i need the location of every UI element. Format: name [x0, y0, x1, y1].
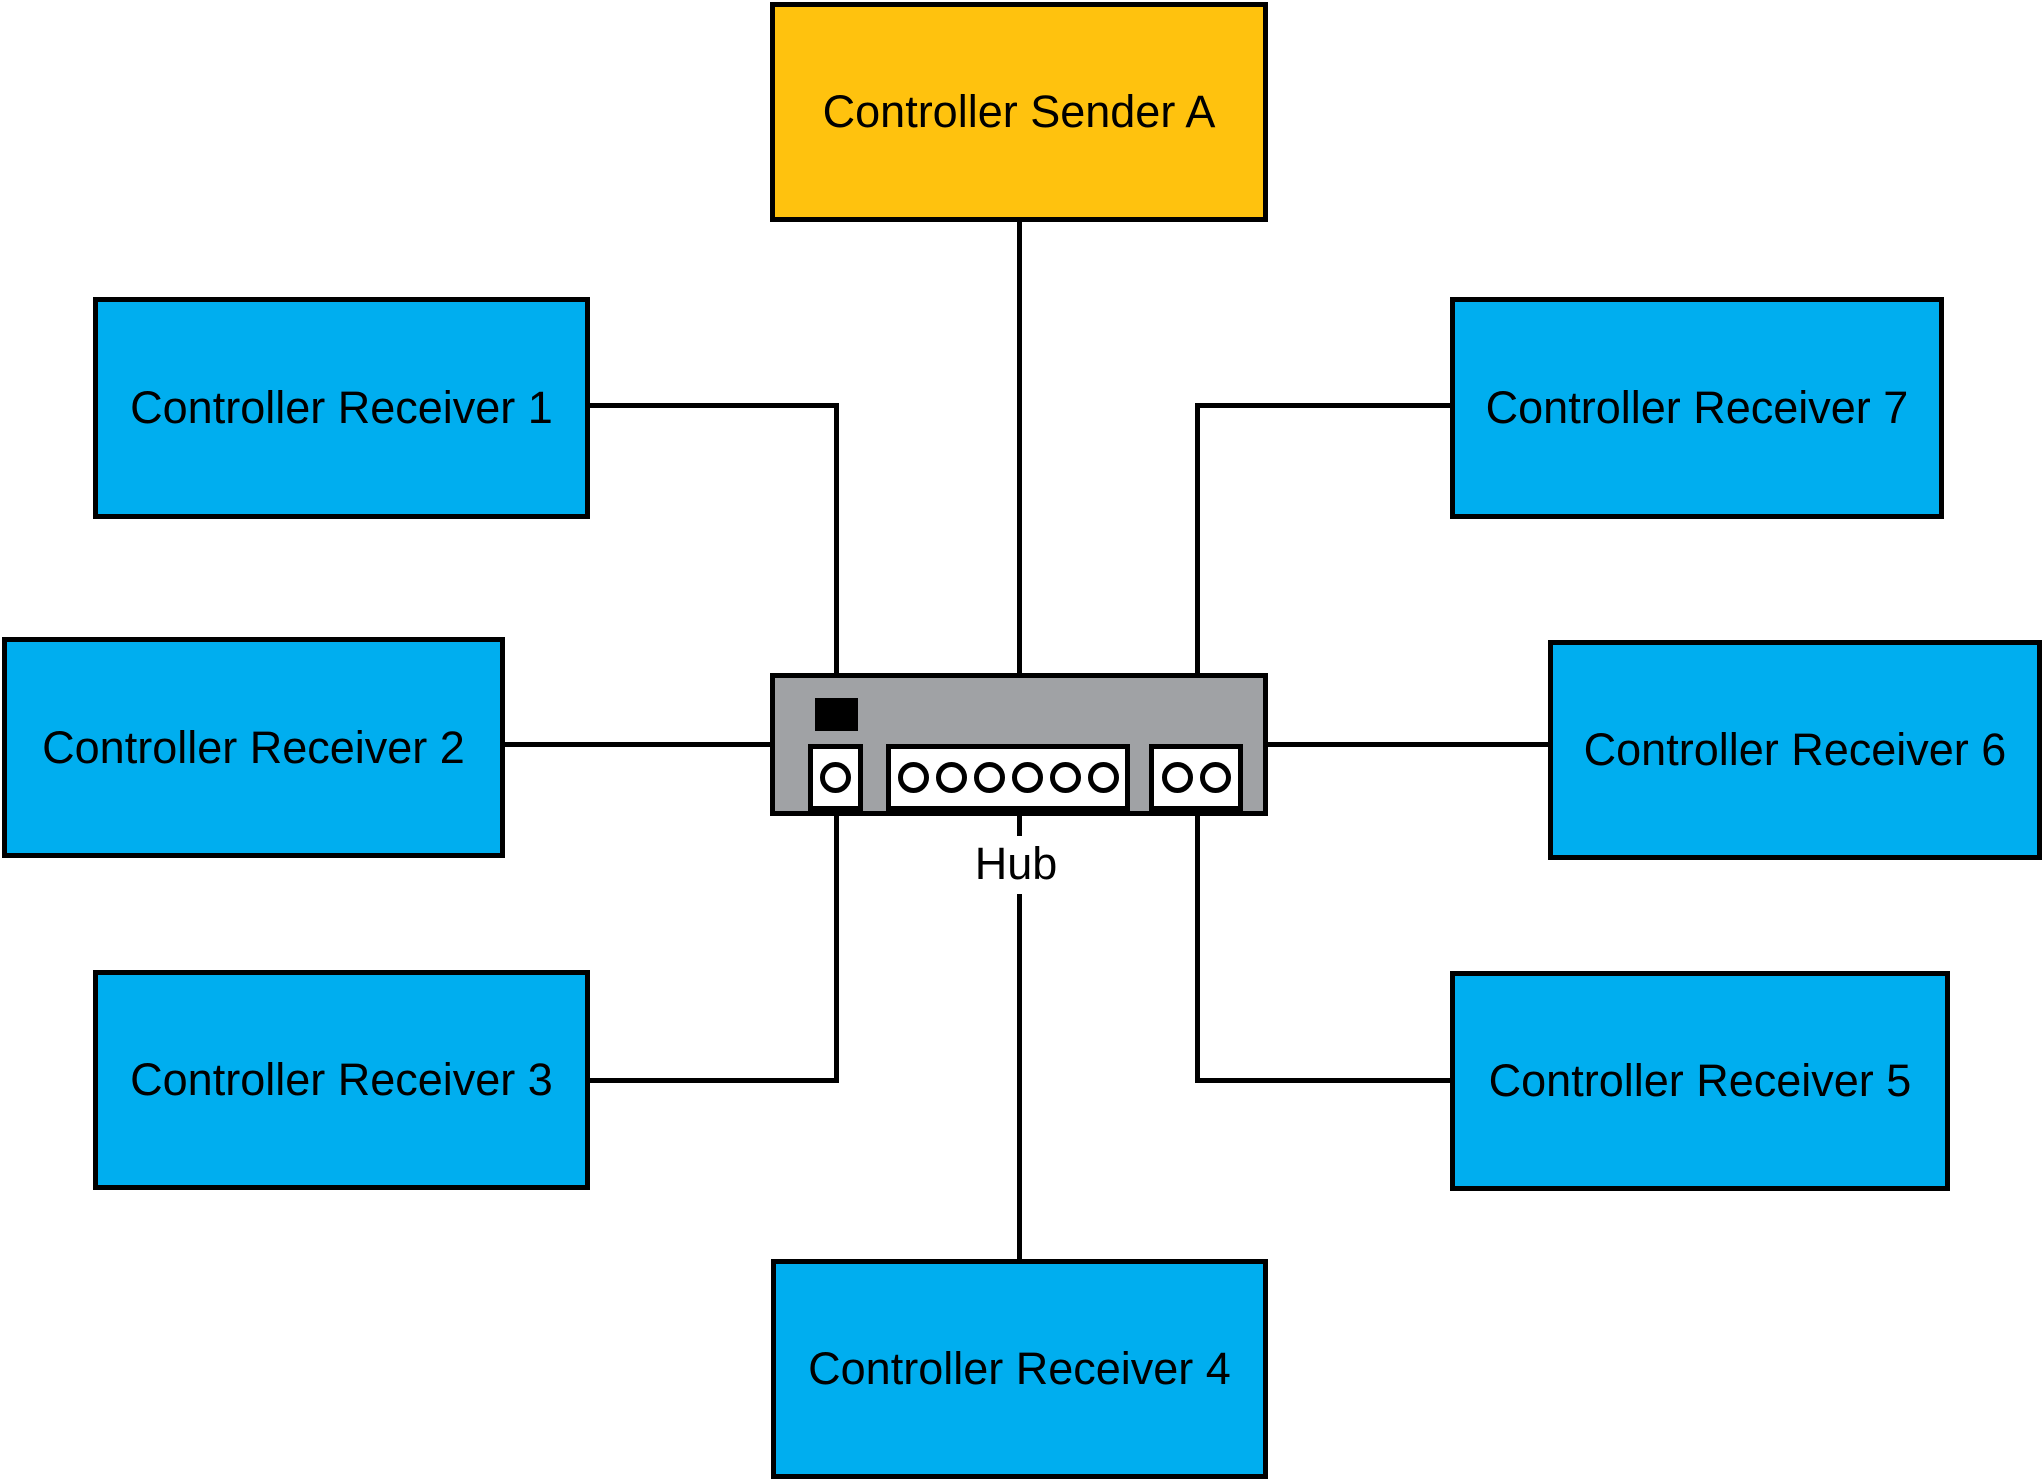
hub-led-icon	[815, 698, 858, 731]
receiver-box-1: Controller Receiver 1	[93, 297, 590, 519]
connector-receiver7-horizontal	[1195, 403, 1450, 408]
receiver-label-1: Controller Receiver 1	[130, 382, 553, 433]
hub-port-icon	[820, 762, 851, 793]
connector-receiver7-vertical	[1195, 403, 1200, 673]
receiver-label-5: Controller Receiver 5	[1488, 1055, 1912, 1106]
sender-label: Controller Sender A	[822, 86, 1216, 137]
connector-sender-to-hub	[1017, 222, 1022, 673]
connector-receiver1-horizontal	[590, 403, 839, 408]
hub-port-group-2	[886, 744, 1130, 811]
connector-receiver3-horizontal	[590, 1078, 839, 1083]
hub-port-icon	[1087, 762, 1119, 793]
receiver-label-4: Controller Receiver 4	[808, 1343, 1231, 1394]
hub-port-group-3	[1149, 744, 1243, 811]
hub-port-icon	[1049, 762, 1081, 793]
receiver-label-7: Controller Receiver 7	[1485, 382, 1909, 433]
hub-label: Hub	[951, 836, 1081, 894]
hub-port-icon	[1011, 762, 1043, 793]
receiver-box-5: Controller Receiver 5	[1450, 971, 1950, 1191]
connector-receiver2-to-hub	[505, 742, 770, 747]
receiver-label-3: Controller Receiver 3	[130, 1054, 553, 1105]
hub-port-group-1	[808, 744, 863, 811]
connector-receiver1-vertical	[834, 403, 839, 673]
hub-port-icon	[935, 762, 967, 793]
receiver-box-3: Controller Receiver 3	[93, 970, 590, 1190]
hub-port-icon	[897, 762, 929, 793]
connector-hub-to-receiver4	[1017, 816, 1022, 1259]
hub-port-icon	[1199, 762, 1231, 793]
receiver-label-6: Controller Receiver 6	[1583, 724, 2007, 775]
hub-port-icon	[973, 762, 1005, 793]
receiver-label-2: Controller Receiver 2	[42, 721, 465, 773]
receiver-box-2: Controller Receiver 2	[2, 637, 505, 858]
connector-receiver5-horizontal	[1195, 1078, 1450, 1083]
connector-receiver5-vertical	[1195, 816, 1200, 1083]
receiver-box-7: Controller Receiver 7	[1450, 297, 1944, 519]
hub-port-icon	[1161, 762, 1193, 793]
hub-device	[770, 673, 1268, 816]
sender-box: Controller Sender A	[770, 2, 1268, 222]
receiver-box-6: Controller Receiver 6	[1548, 640, 2042, 860]
connector-hub-to-receiver6	[1268, 742, 1548, 747]
receiver-box-4: Controller Receiver 4	[771, 1259, 1268, 1479]
connector-receiver3-vertical	[834, 816, 839, 1083]
